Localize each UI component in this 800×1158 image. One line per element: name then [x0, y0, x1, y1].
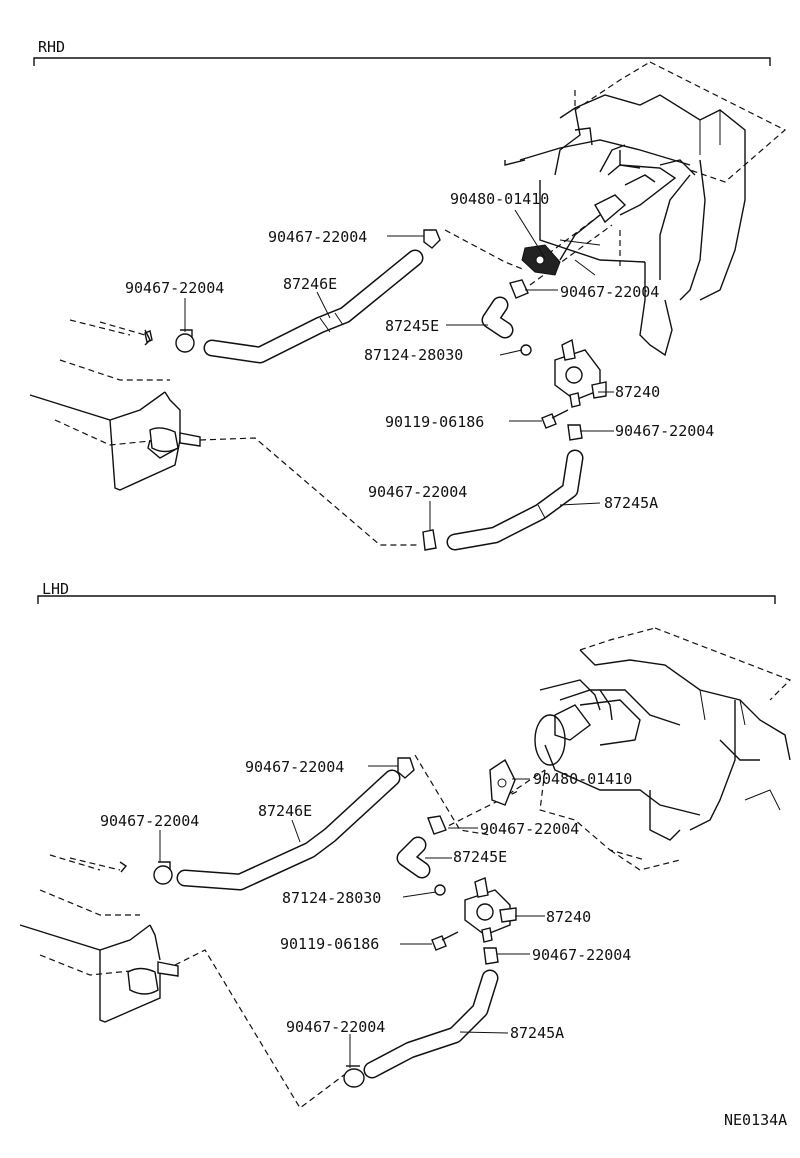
- rhd-label-clamp-grommet: 90467-22004: [560, 283, 659, 301]
- lhd-clamp-grommet: [427, 815, 447, 835]
- rhd-engine-block: [29, 319, 201, 491]
- rhd-grommet: [521, 244, 561, 276]
- rhd-label-bolt-small: 87124-28030: [364, 346, 463, 364]
- rhd-bolt-small: [520, 344, 532, 356]
- lhd-label-clamp-grommet: 90467-22004: [480, 820, 579, 838]
- lhd-label-clamp-bottom: 90467-22004: [286, 1018, 385, 1036]
- lhd-clamp-top: [397, 757, 415, 779]
- rhd-label-hose-small: 87245E: [385, 317, 439, 335]
- rhd-label-hose-lower: 87245A: [604, 494, 658, 512]
- lhd-label-valve: 87240: [546, 908, 591, 926]
- rhd-clamp-grommet: [509, 279, 529, 299]
- lhd-bolt-small: [434, 884, 446, 896]
- lhd-heading: LHD: [42, 580, 69, 598]
- lhd-hose-87245a: [363, 969, 499, 1079]
- lhd-clamp-bottom: [343, 1065, 365, 1088]
- lhd-section: LHD: [19, 580, 792, 1109]
- rhd-heading: RHD: [38, 38, 65, 56]
- rhd-heater-unit: [504, 61, 787, 357]
- lhd-label-hose-upper: 87246E: [258, 802, 312, 820]
- rhd-label-clamp-left: 90467-22004: [125, 279, 224, 297]
- lhd-label-bolt: 90119-06186: [280, 935, 379, 953]
- rhd-section: RHD: [29, 38, 787, 551]
- diagram-code: NE0134A: [724, 1111, 787, 1129]
- rhd-label-clamp-valve: 90467-22004: [615, 422, 714, 440]
- lhd-label-hose-lower: 87245A: [510, 1024, 564, 1042]
- lhd-label-clamp-left: 90467-22004: [100, 812, 199, 830]
- rhd-label-clamp-top: 90467-22004: [268, 228, 367, 246]
- rhd-label-bolt: 90119-06186: [385, 413, 484, 431]
- lhd-clamp-left: [153, 861, 173, 885]
- rhd-hose-87245a: [446, 449, 584, 551]
- rhd-label-hose-upper: 87246E: [283, 275, 337, 293]
- lhd-label-clamp-valve: 90467-22004: [532, 946, 631, 964]
- rhd-label-clamp-bottom: 90467-22004: [368, 483, 467, 501]
- lhd-label-hose-small: 87245E: [453, 848, 507, 866]
- lhd-label-clamp-top: 90467-22004: [245, 758, 344, 776]
- lhd-label-bolt-small: 87124-28030: [282, 889, 381, 907]
- lhd-engine-block: [19, 854, 179, 1023]
- lhd-heater-unit: [534, 627, 792, 871]
- lhd-bolt: [431, 931, 459, 951]
- lhd-grommet: [489, 758, 516, 806]
- lhd-hose-87246e: [176, 769, 401, 891]
- rhd-label-grommet: 90480-01410: [450, 190, 549, 208]
- rhd-hose-87246e: [203, 249, 424, 364]
- lhd-water-valve: [464, 877, 517, 943]
- rhd-bolt: [541, 409, 569, 429]
- rhd-clamp-bottom: [422, 529, 437, 551]
- lhd-clamp-valve: [483, 947, 499, 965]
- rhd-clamp-valve: [567, 424, 583, 441]
- rhd-clamp-left: [175, 329, 195, 353]
- lhd-divider: [37, 595, 776, 604]
- rhd-clamp-top: [423, 229, 441, 249]
- rhd-divider: [33, 57, 771, 66]
- rhd-hose-87245e: [481, 296, 514, 339]
- rhd-label-valve: 87240: [615, 383, 660, 401]
- lhd-label-grommet: 90480-01410: [533, 770, 632, 788]
- lhd-hose-87245e: [396, 836, 431, 879]
- rhd-water-valve: [554, 338, 607, 408]
